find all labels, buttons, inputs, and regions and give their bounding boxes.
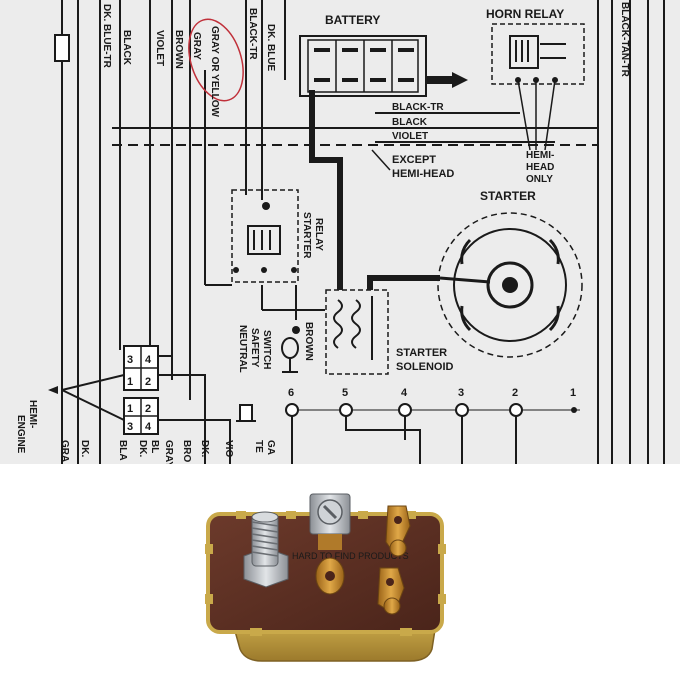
bottom-wire-labels: GRA DK. BLA DK. BL GRAY BRO DK. VIO TE G… [59,440,276,464]
pin-label: 3 [127,354,133,366]
photo-watermark: HARD TO FIND PRODUCTS [292,551,409,561]
neutral-safety-label-2: SAFETY [249,328,260,368]
horizontal-wires [112,112,598,320]
connector-lower [123,397,159,435]
wire-label-gray-or-yellow: GRAY OR YELLOW [209,26,220,118]
wire-label: GA [265,440,276,455]
terminal-number: 4 [401,387,408,399]
crimp-tabs [205,511,446,636]
battery-stud [243,511,289,588]
wire-label: BRO [181,440,192,462]
pin-label: 4 [145,354,152,366]
starter-solenoid-label-1: STARTER [396,347,447,359]
neutral-safety-switch-symbol [281,326,300,373]
pin-label: 3 [127,421,133,433]
connector-upper [123,345,159,391]
wire-label-brown-nss: BROWN [303,322,314,361]
battery-cable [309,90,343,290]
terminal-wires [291,416,517,464]
neutral-safety-label-3: SWITCH [261,330,272,369]
left-wire-bundle [61,0,286,464]
starter-solenoid-symbol [325,289,389,375]
terminal-number: 5 [342,387,348,399]
pin-label: 2 [145,376,151,388]
wire-label-black-tan-tr: BLACK-TAN-TR [619,2,630,78]
terminal-circles [285,403,577,417]
screw-terminal [309,493,351,595]
wire-label-brown: BROWN [173,30,184,69]
battery-symbol [299,35,468,97]
starter-solenoid-label-2: SOLENOID [396,361,454,373]
starter-label: STARTER [480,189,536,203]
wiring-diagram: BATTERY HORN RELAY HEMI- HEAD ONLY BLACK… [0,0,680,464]
wire-label-black: BLACK [121,30,132,66]
wire-label: GRA [59,440,70,462]
hemi-engine-label-2: ENGINE [15,415,26,454]
relay-photo: HARD TO FIND PRODUCTS [0,464,680,681]
wire-label-black-h: BLACK [392,117,428,128]
horn-relay-label: HORN RELAY [486,7,564,21]
wire-label: BLA [117,440,128,461]
except-hemi-label-2: HEMI-HEAD [392,168,454,180]
starter-motor-symbol [437,212,583,358]
terminal-number: 6 [288,387,294,399]
except-hemi-label-1: EXCEPT [392,154,436,166]
hemi-head-only-label-2: HEAD [526,162,554,173]
pin-label: 4 [145,421,152,433]
gray-or-yellow-callout: GRAY OR YELLOW [188,18,244,118]
neutral-safety-label-1: NEUTRAL [237,325,248,373]
starter-relay-symbol [231,189,299,283]
terminal-number: 3 [458,387,464,399]
hemi-engine-arrow [48,386,58,394]
wire-label: DK. [79,440,90,457]
terminal-number: 1 [570,387,576,399]
wire-label-dk-blue: DK. BLUE [265,24,276,72]
wire-label-gray: GRAY [191,32,202,60]
spade-terminal-upper [385,505,411,557]
starter-relay-label-1: STARTER [301,212,312,259]
horn-relay-symbol [491,23,585,151]
pin-label: 2 [145,403,151,415]
wire-label: GRAY [163,440,174,464]
wire-label-dk-blue-tr: DK. BLUE-TR [101,4,112,69]
wire-label: VIO [223,440,234,457]
wire-label-black-tr-h: BLACK-TR [392,102,444,113]
hemi-engine-label-1: HEMI- [27,400,38,428]
wire-label: DK. [137,440,148,457]
spade-terminal-lower [377,567,405,615]
battery-label: BATTERY [325,13,380,27]
except-hemi-leader [371,149,391,171]
terminal-number: 2 [512,387,518,399]
temp-sender-symbol [236,404,256,422]
connector-wires [61,355,231,464]
hemi-head-only-label-3: ONLY [526,174,553,185]
pin-label: 1 [127,376,133,388]
wire-label: BL [149,440,160,453]
wire-label: DK. [199,440,210,457]
wire-label-black-tr: BLACK-TR [247,8,258,60]
starter-relay-label-2: RELAY [313,218,324,251]
fuse-symbol [54,34,70,62]
wire-label-violet: VIOLET [154,30,165,66]
pin-label: 1 [127,403,133,415]
wire-label-violet-h: VIOLET [392,131,428,142]
right-wire-bundle [597,0,665,464]
hemi-head-only-label-1: HEMI- [526,150,554,161]
vertical-wire-labels: DK. BLUE-TR BLACK VIOLET BROWN GRAY BLAC… [101,2,630,78]
relay-photo-svg: HARD TO FIND PRODUCTS [205,493,446,662]
solenoid-starter-cable [367,275,440,290]
wiring-diagram-svg: BATTERY HORN RELAY HEMI- HEAD ONLY BLACK… [15,0,665,464]
wire-label: TE [253,440,264,453]
